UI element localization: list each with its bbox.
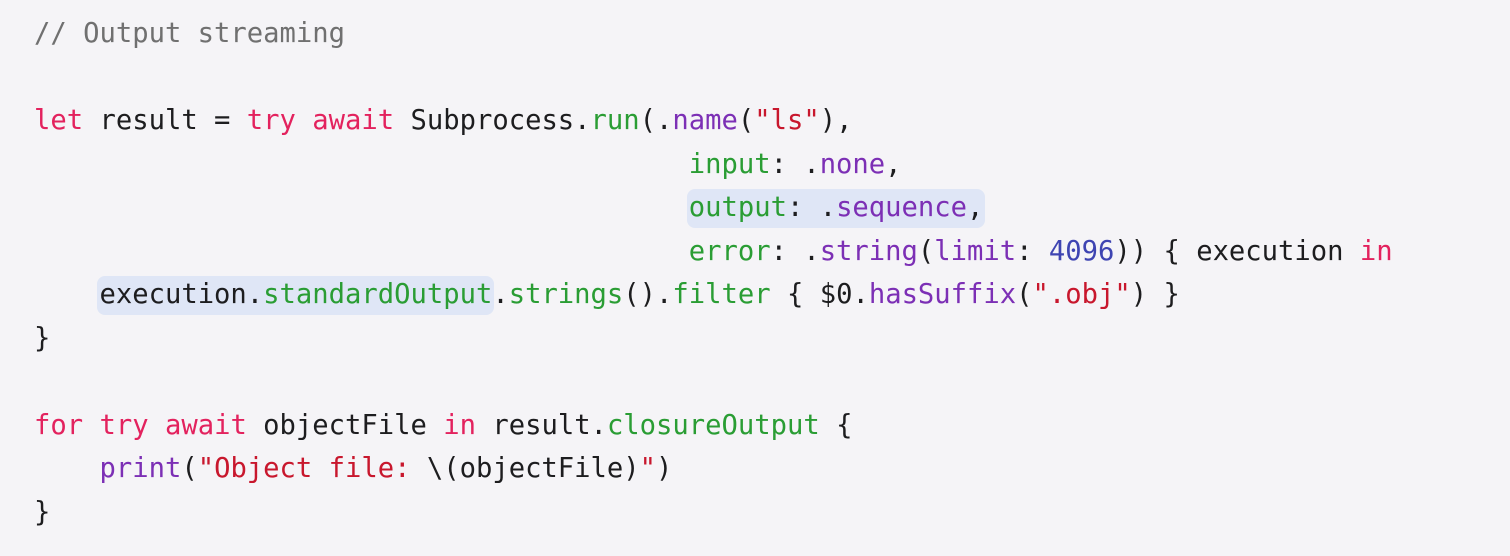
code-token-plain: \(objectFile)	[426, 453, 640, 484]
code-token-plain: (	[181, 453, 198, 484]
code-line	[34, 56, 1393, 100]
code-token-string: ".obj"	[1032, 279, 1131, 310]
code-token-plain: Subprocess.	[394, 105, 591, 136]
code-token-function: error	[688, 235, 771, 267]
code-token-plain: objectFile	[246, 409, 444, 441]
code-line: }	[34, 317, 1393, 361]
code-token-member: limit	[934, 235, 1017, 267]
code-token-plain	[34, 453, 99, 484]
code-token-plain	[296, 105, 312, 136]
highlight-region: execution.standardOutput	[97, 276, 495, 315]
code-token-function: standardOutput	[263, 279, 493, 310]
code-line: execution.standardOutput.strings().filte…	[34, 273, 1393, 317]
code-token-keyword: try	[246, 105, 296, 136]
code-token-plain: }	[34, 322, 51, 354]
code-line: print("Object file: \(objectFile)")	[34, 447, 1393, 491]
code-token-plain: : .	[770, 235, 820, 267]
code-token-function: strings	[508, 279, 624, 310]
code-token-keyword: let	[34, 105, 84, 136]
code-line: error: .string(limit: 4096)) { execution…	[34, 230, 1393, 274]
code-token-plain	[34, 279, 99, 310]
code-token-plain: (	[737, 105, 755, 136]
code-token-plain: (	[1016, 279, 1033, 310]
code-token-plain	[34, 149, 689, 180]
code-token-plain	[83, 410, 99, 441]
code-token-member: hasSuffix	[868, 279, 1017, 310]
code-token-plain: execution.	[99, 279, 264, 310]
code-token-function: filter	[672, 279, 771, 310]
code-token-keyword: for	[34, 409, 84, 441]
code-line: output: .sequence,	[34, 186, 1393, 230]
code-token-number: 4096	[1048, 235, 1115, 267]
highlight-region: output: .sequence,	[686, 189, 986, 228]
code-token-plain: ),	[819, 105, 853, 136]
code-token-plain: result =	[83, 105, 247, 136]
code-token-plain: { $0.	[770, 279, 869, 310]
code-line: }	[34, 491, 1393, 535]
code-token-comment: // Output streaming	[34, 18, 345, 49]
code-token-plain: )) { execution	[1114, 235, 1360, 267]
code-token-plain: :	[1016, 235, 1049, 267]
code-token-plain: {	[819, 409, 853, 441]
code-token-keyword: await	[164, 409, 247, 441]
code-token-plain	[34, 192, 689, 223]
code-line: // Output streaming	[34, 12, 1393, 56]
code-token-string: "	[639, 453, 657, 484]
code-token-plain: : .	[786, 192, 837, 223]
code-token-plain: result.	[475, 409, 607, 441]
code-line: let result = try await Subprocess.run(.n…	[34, 99, 1393, 143]
code-token-plain	[34, 236, 689, 267]
code-token-function: run	[590, 105, 640, 136]
code-token-plain: : .	[770, 148, 820, 180]
code-token-plain: ,	[967, 192, 984, 223]
code-token-member: none	[819, 148, 886, 180]
code-token-plain: ) }	[1130, 279, 1180, 310]
code-token-member: name	[672, 105, 738, 136]
code-token-function: input	[688, 148, 771, 180]
code-token-plain: (	[917, 235, 935, 267]
code-token-member: string	[819, 235, 918, 267]
code-token-member: sequence	[836, 192, 968, 223]
code-token-keyword: in	[443, 409, 476, 441]
code-token-string: "ls"	[754, 105, 820, 136]
code-token-plain: ().	[623, 279, 673, 310]
code-token-plain: .	[492, 279, 509, 310]
code-token-member: print	[99, 453, 182, 484]
code-token-keyword: await	[312, 105, 395, 136]
code-token-plain	[149, 410, 165, 441]
code-token-plain: ,	[885, 148, 902, 180]
code-token-function: closureOutput	[606, 409, 820, 441]
code-token-plain: )	[656, 453, 673, 484]
code-block: // Output streaming let result = try awai…	[34, 12, 1393, 534]
code-line: input: .none,	[34, 143, 1393, 187]
code-token-string: "Object file:	[197, 453, 427, 484]
code-token-keyword: try	[99, 409, 149, 441]
code-line: for try await objectFile in result.closu…	[34, 404, 1393, 448]
code-token-function: output	[688, 192, 787, 223]
code-token-keyword: in	[1359, 235, 1393, 267]
code-line	[34, 360, 1393, 404]
code-token-plain: }	[34, 496, 51, 528]
code-token-plain: (.	[639, 105, 673, 136]
